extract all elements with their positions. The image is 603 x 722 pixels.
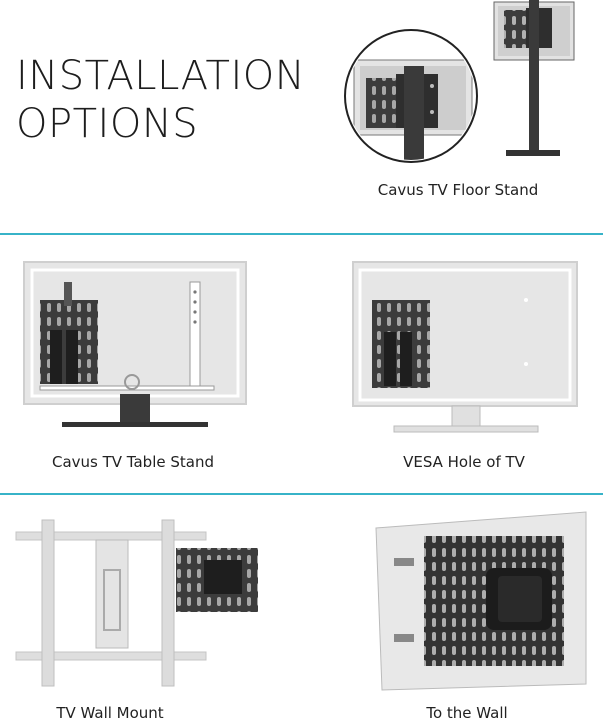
vesa-illustration [352,261,578,433]
wall-mount-illustration [15,519,258,687]
floor-stand-illustration [344,0,575,163]
page-title: INSTALLATION OPTIONS [16,52,316,148]
caption-vesa: VESA Hole of TV [403,453,525,471]
title-line-1: INSTALLATION [16,53,306,99]
to-the-wall-illustration [375,511,587,691]
caption-table-stand: Cavus TV Table Stand [51,453,214,471]
divider-1 [0,233,603,235]
table-stand-illustration [23,261,247,427]
caption-floor-stand: Cavus TV Floor Stand [377,181,539,199]
divider-2 [0,493,603,495]
title-line-2: OPTIONS [16,101,199,147]
caption-wall-mount: TV Wall Mount [56,704,164,722]
caption-to-the-wall: To the Wall [426,704,508,722]
